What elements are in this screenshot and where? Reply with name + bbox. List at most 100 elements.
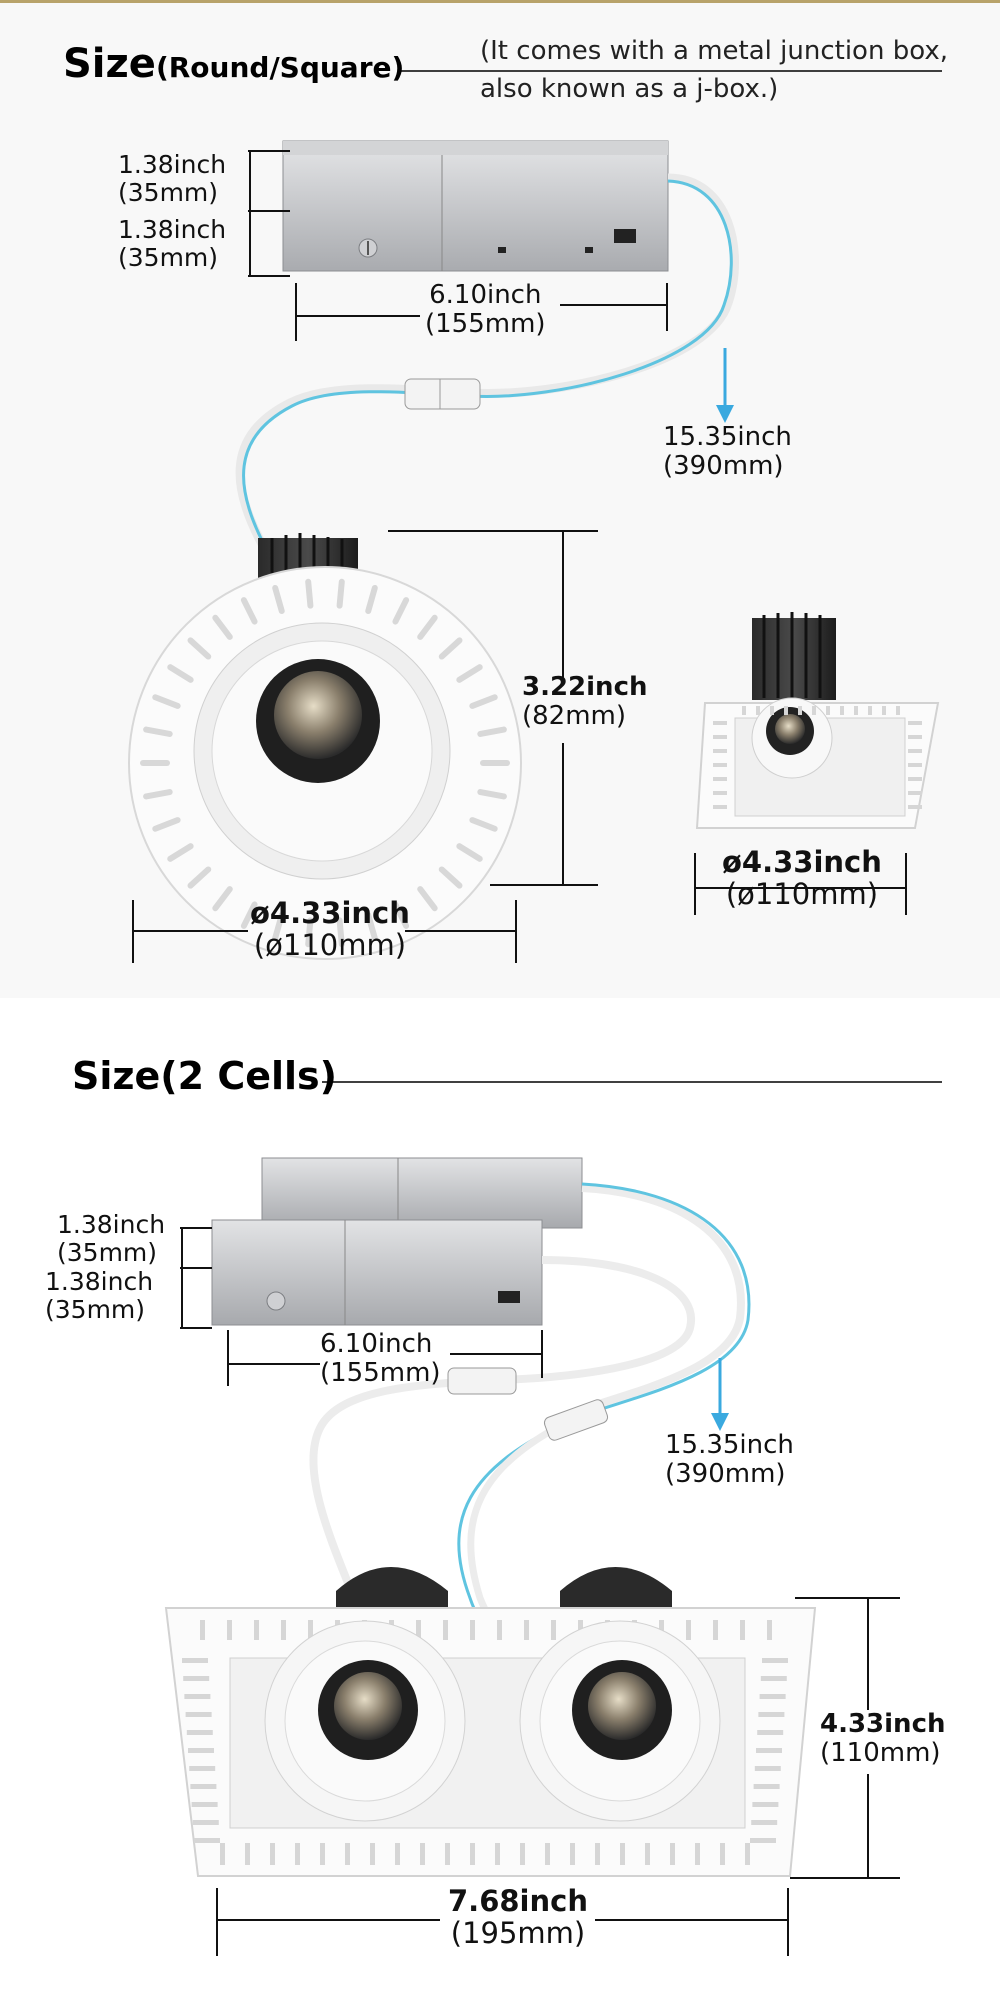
jbox-height-bottom-label: 1.38inch (35mm) <box>118 215 227 272</box>
jbox2-length-label: 6.10inch (155mm) <box>320 1329 441 1388</box>
trim-slot <box>756 706 760 715</box>
trim-slot <box>620 1843 625 1865</box>
trim-slot <box>757 1730 784 1735</box>
trim-slot <box>695 1843 700 1865</box>
trim-slot <box>760 1676 787 1681</box>
panel-two-cells: Size(2 Cells) 1.38inch (35mm) 1.38inch (… <box>0 998 1000 2004</box>
trim-slot <box>270 1843 275 1865</box>
trim-slot <box>470 1843 475 1865</box>
trim-slot <box>308 1620 313 1640</box>
trim-slot <box>240 901 258 929</box>
trim-slot <box>365 584 378 615</box>
trim-slot <box>392 597 410 625</box>
frame-width-dimension <box>216 1888 789 1956</box>
trim-slot <box>417 886 438 912</box>
trim-slot <box>477 789 507 800</box>
round-height-dimension <box>388 530 598 886</box>
top-rule <box>0 0 1000 3</box>
frame-height-label: 4.33inch (110mm) <box>820 1709 946 1768</box>
trim-slot <box>713 791 727 795</box>
trim-slot <box>183 1676 210 1681</box>
trim-slot <box>295 1843 300 1865</box>
trim-slot <box>305 917 314 948</box>
trim-slot <box>191 1802 218 1807</box>
trim-slot <box>187 637 212 660</box>
trim-slot <box>713 805 727 809</box>
trim-slot <box>445 1843 450 1865</box>
trim-slot <box>281 1620 286 1640</box>
trim-slot <box>395 1843 400 1865</box>
trim-slot <box>720 1843 725 1865</box>
jbox-dimension-lines-2 <box>180 1227 543 1386</box>
trim-slot <box>188 1748 214 1753</box>
trim-slot <box>745 1843 750 1865</box>
trim-slot <box>416 1620 421 1640</box>
trim-slot <box>754 1766 781 1771</box>
trim-slot <box>750 1838 776 1843</box>
square-downlight <box>695 612 940 829</box>
square-size-label: ø4.33inch (ø110mm) <box>722 845 882 911</box>
two-cells-illustration <box>164 1081 942 1956</box>
trim-slot <box>524 1620 529 1640</box>
round-diameter-label: ø4.33inch (ø110mm) <box>250 896 410 962</box>
trim-slot <box>713 777 727 781</box>
trim-slot <box>420 1843 425 1865</box>
panel-round-square: Size(Round/Square) (It comes with a meta… <box>0 3 1000 998</box>
trim-slot <box>770 706 774 715</box>
trim-slot <box>767 1620 772 1640</box>
trim-slot <box>520 1843 525 1865</box>
jbox2-height-top-label: 1.38inch (35mm) <box>57 1210 166 1267</box>
trim-slot <box>545 1843 550 1865</box>
junction-box-front <box>211 1219 543 1326</box>
jbox-dimension-lines <box>248 150 668 341</box>
jbox-length-label: 6.10inch (155mm) <box>425 280 546 339</box>
connector-b <box>447 1367 517 1395</box>
trim-slot <box>826 706 830 715</box>
trim-slot <box>908 777 922 781</box>
trim-slot <box>443 1620 448 1640</box>
trim-slot <box>756 1748 782 1753</box>
trim-slot <box>152 817 181 832</box>
trim-slot <box>882 706 886 715</box>
trim-slot <box>908 805 922 809</box>
trim-slot <box>336 578 345 609</box>
trim-slot <box>190 1784 217 1789</box>
square-dimension <box>694 853 907 915</box>
trim-slot <box>184 1694 211 1699</box>
trim-slot <box>189 1766 216 1771</box>
trim-slot <box>143 726 173 737</box>
trim-slot <box>200 1620 205 1640</box>
trim-slot <box>182 1658 208 1663</box>
trim-slot <box>670 1843 675 1865</box>
trim-slot <box>784 706 788 715</box>
trim-slot <box>908 763 922 767</box>
jbox-height-top-label: 1.38inch (35mm) <box>118 150 227 207</box>
trim-slot <box>194 1838 220 1843</box>
trim-slot <box>762 1658 788 1663</box>
round-height-label: 3.22inch (82mm) <box>522 672 648 731</box>
trim-slot <box>192 1820 219 1825</box>
trim-slot <box>645 1843 650 1865</box>
trim-slot <box>896 706 900 715</box>
cable-blue-top <box>469 179 733 398</box>
cable-white-lower <box>235 384 471 561</box>
cable-white-top <box>469 173 739 398</box>
cable-arrow-head <box>716 405 734 423</box>
trim-slot <box>854 706 858 715</box>
trim-slot <box>752 1802 779 1807</box>
section2-title: Size(2 Cells) <box>72 1054 338 1098</box>
trim-slot <box>167 843 194 862</box>
cable2-length-label: 15.35inch (390mm) <box>665 1430 794 1489</box>
trim-slot <box>345 1843 350 1865</box>
trim-slot <box>392 901 410 929</box>
trim-slot <box>740 1620 745 1640</box>
trim-slot <box>272 584 285 615</box>
round-square-illustration <box>128 70 942 963</box>
trim-slot <box>456 843 483 862</box>
trim-slot <box>220 1843 225 1865</box>
connector-a <box>543 1399 609 1441</box>
trim-slot <box>320 1843 325 1865</box>
trim-slot <box>470 1620 475 1640</box>
trim-slot <box>456 664 483 683</box>
trim-slot <box>185 1712 212 1717</box>
